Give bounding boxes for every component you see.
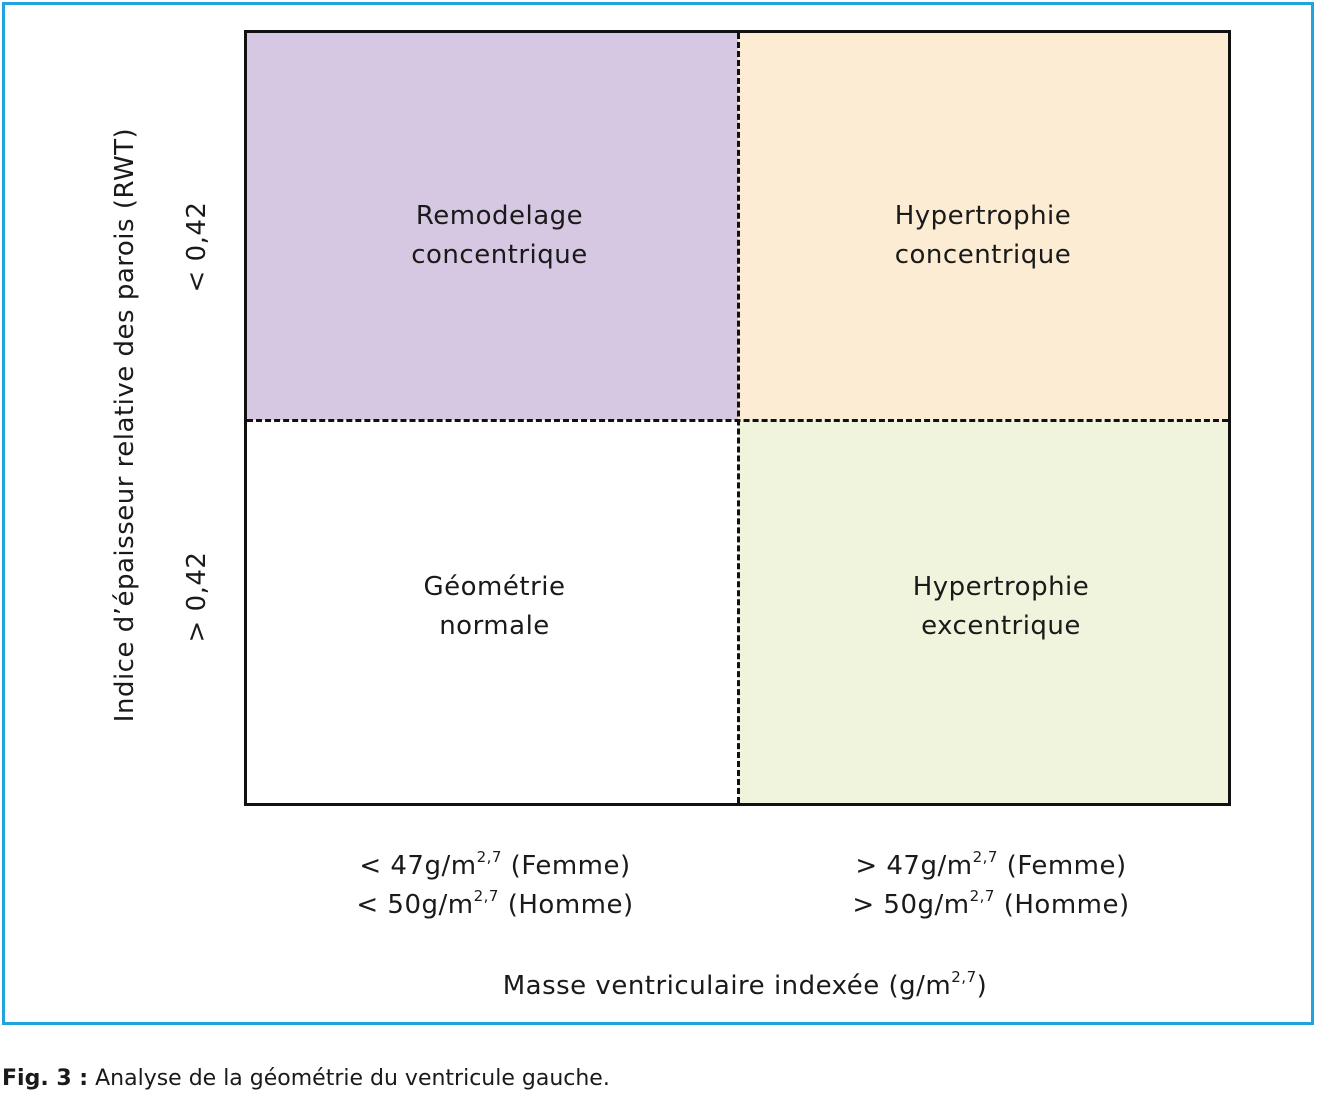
caption-text: Analyse de la géométrie du ventricule ga…	[88, 1066, 610, 1091]
x-label-right: > 47g/m2,7 (Femme) > 50g/m2,7 (Homme)	[852, 848, 1130, 921]
quadrant-geometrie-normale: Géométrie normale	[247, 420, 738, 803]
figure-caption: Fig. 3 : Analyse de la géométrie du vent…	[2, 1066, 610, 1091]
vertical-dashed-divider	[737, 33, 740, 803]
caption-label: Fig. 3 :	[2, 1066, 89, 1091]
figure-frame: Indice d’épaisseur relative des parois (…	[2, 2, 1314, 1025]
y-tick-upper: < 0,42	[182, 201, 212, 293]
y-axis-title: Indice d’épaisseur relative des parois (…	[110, 127, 140, 723]
quadrant-remodelage: Remodelage concentrique	[247, 33, 738, 420]
quadrant-label-geometrie-normale: Géométrie normale	[423, 572, 566, 641]
quadrant-hypertrophie-excentrique: Hypertrophie excentrique	[738, 420, 1228, 803]
x-axis-title: Masse ventriculaire indexée (g/m2,7)	[502, 968, 988, 1002]
quadrant-hypertrophie-concentrique: Hypertrophie concentrique	[738, 33, 1228, 420]
x-label-left: < 47g/m2,7 (Femme) < 50g/m2,7 (Homme)	[356, 848, 634, 921]
quadrant-label-remodelage: Remodelage concentrique	[411, 201, 588, 270]
quadrant-label-hypertrophie-concentrique: Hypertrophie concentrique	[894, 201, 1072, 270]
horizontal-dashed-divider	[247, 419, 1228, 422]
quadrant-grid: Remodelage concentrique Hypertrophie con…	[244, 30, 1231, 806]
quadrant-label-hypertrophie-excentrique: Hypertrophie excentrique	[912, 572, 1090, 641]
y-tick-lower: > 0,42	[182, 551, 212, 643]
